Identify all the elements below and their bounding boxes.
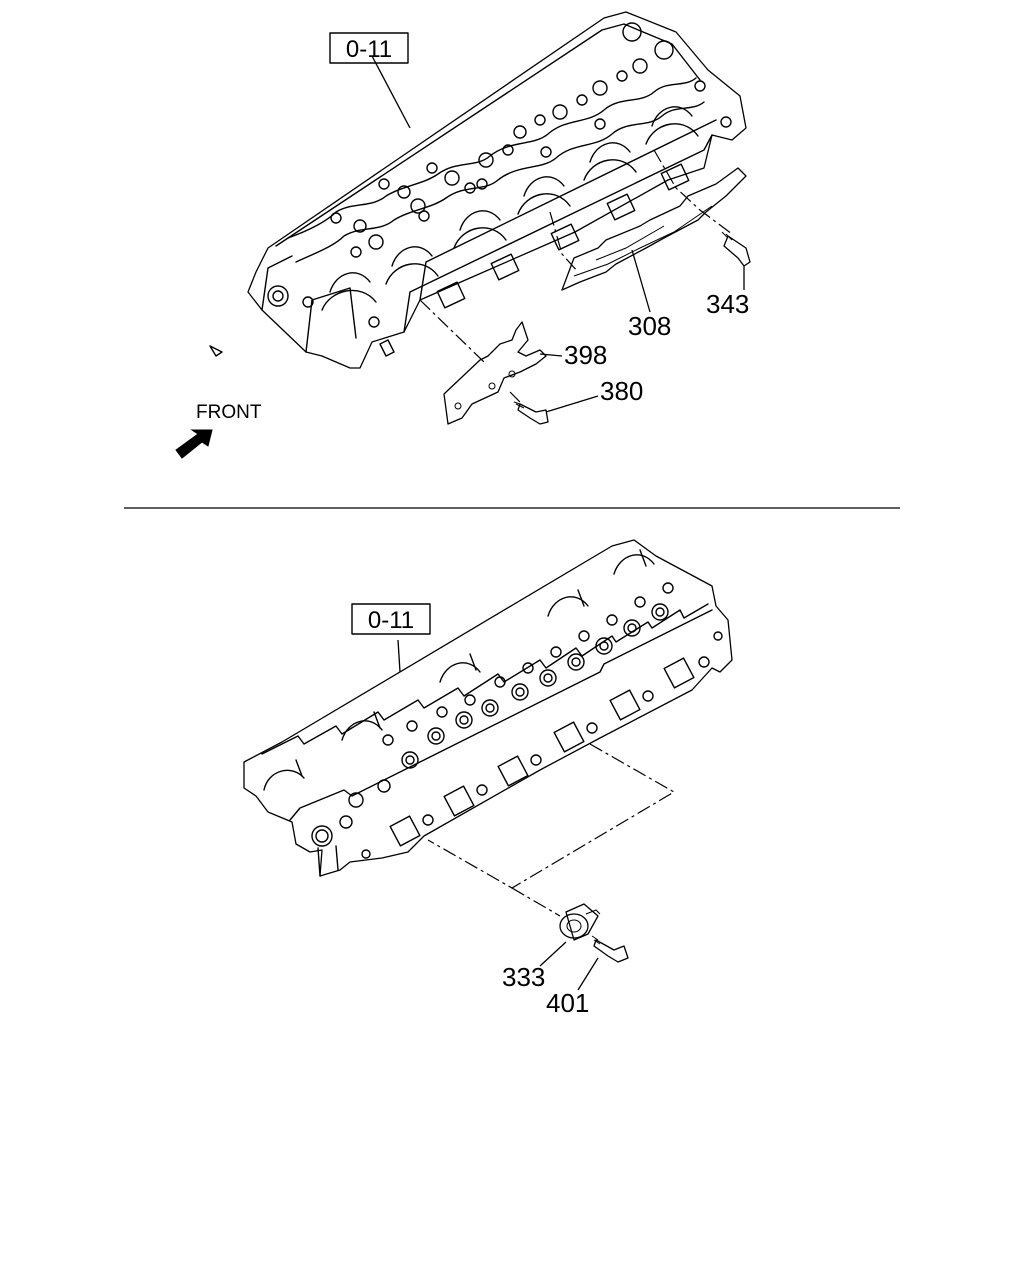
reference-box-upper: 0-11: [329, 32, 409, 64]
bracket-plate-398: [443, 321, 547, 425]
front-label: FRONT: [196, 402, 262, 423]
front-arrow-icon: [175, 429, 213, 459]
sensor-333: [559, 903, 601, 941]
reference-box-upper-label: 0-11: [346, 36, 392, 63]
callout-401: 401: [546, 988, 589, 1018]
bolt-401: [591, 935, 629, 963]
lower-cylinder-head: [243, 539, 733, 877]
reference-box-lower: 0-11: [351, 603, 431, 635]
callout-343: 343: [706, 289, 749, 319]
callout-398: 398: [564, 340, 607, 370]
callout-308: 308: [628, 311, 671, 341]
bolt-343: [721, 231, 751, 267]
callout-380: 380: [600, 376, 643, 406]
plate-308: [561, 167, 747, 291]
callout-333: 333: [502, 962, 545, 992]
reference-box-lower-label: 0-11: [368, 607, 414, 634]
bolt-380: [513, 401, 549, 425]
upper-cylinder-head: [209, 11, 747, 369]
